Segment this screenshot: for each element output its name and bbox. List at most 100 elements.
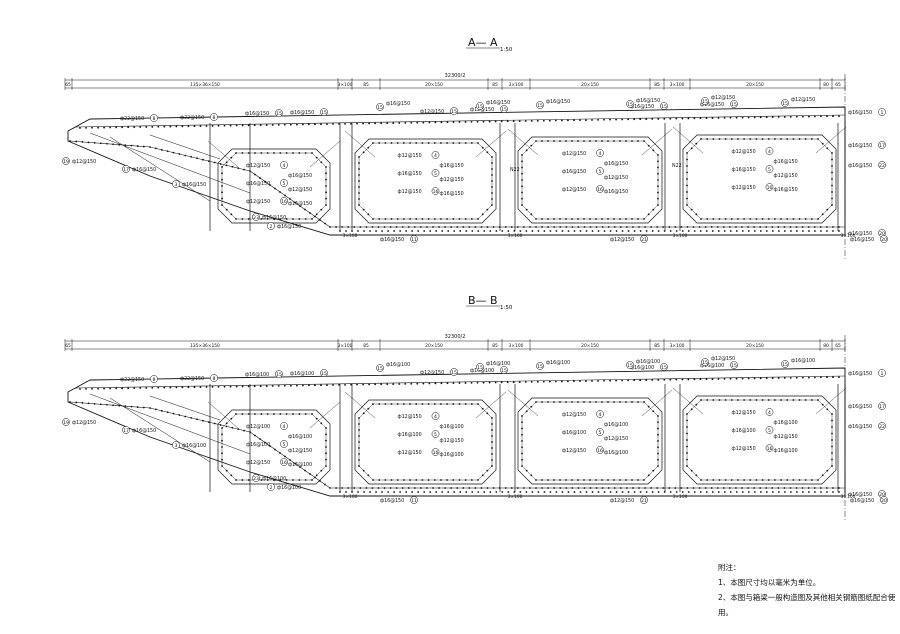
rebar-dot [325,197,327,200]
brace-line [507,128,539,156]
rebar-dot [358,174,360,176]
rebar-number-bubble [500,105,508,113]
cell-rebar-label: ф16@150 [288,173,312,179]
rebar-dot [657,452,659,455]
rebar-dot [345,491,347,493]
rebar-dot [295,384,298,387]
rebar-dot [789,226,792,228]
brace-line [641,128,673,156]
rebar-number-bubble [701,358,709,366]
top-rebar-label: ф16@100 [700,363,724,369]
top-rebar-label: ф12@150 [420,109,444,115]
rebar-dot [627,230,630,232]
rebar-dot [577,479,579,481]
rebar-number-bubble [431,169,440,177]
cell-rebar-label: ф16@100 [774,420,798,426]
rebar-dot [504,226,507,228]
brace-line [344,130,376,158]
rebar-dot [651,230,654,232]
rebar-dot [749,399,752,401]
rebar-dot [482,381,485,384]
rebar-dot [289,198,291,200]
rebar-dot [350,383,352,386]
rebar-dot [426,487,428,489]
rebar-dot [501,491,504,493]
rebar-dot [761,479,764,481]
rebar-dot [230,474,233,477]
rebar-number-bubble [62,418,70,426]
rebar-dot [821,213,824,216]
rebar-dot [383,487,386,489]
rebar-dot [680,226,683,228]
rebar-number: 15 [627,363,633,369]
rebar-dot [444,487,447,489]
brace-line [475,130,507,158]
rebar-dot [716,226,719,228]
rebar-dot [407,226,410,228]
rebar-dot [559,140,561,142]
rebar-dot [652,208,655,211]
rebar-dot [692,487,695,489]
cell-rebar-label: ф12@150 [440,438,464,444]
rebar-dot [777,377,780,379]
rebar-dot [395,226,398,228]
cell-rebar-label: ф12@150 [774,434,798,440]
rebar-dot [450,487,453,489]
cell-rebar-label: ф16@150 [732,167,756,173]
rebar-dot [401,487,404,489]
rebar-dot [728,226,731,228]
rebar-number-bubble [878,108,886,116]
rebar-number-bubble [626,361,634,369]
rebar-number: 8 [153,377,156,383]
rebar-dot [632,226,634,228]
web-rebar-label: N22 [672,163,682,169]
rebar-dot [681,117,684,120]
rebar-dot [821,142,824,145]
rebar-dot [560,119,563,122]
rebar-number: 19 [63,420,69,426]
rebar-dot [777,487,780,489]
rebar-number-bubble [765,183,774,191]
dim-segment: 3×100 [338,82,353,88]
rebar-dot [378,403,381,405]
rebar-dot [686,445,688,448]
rebar-dot [749,479,752,481]
rebar-dot [555,491,558,493]
rebar-dot [237,428,240,431]
rebar-dot [801,226,804,228]
rebar-dot [521,172,523,175]
rebar-dot [446,382,449,385]
rebar-dot [421,479,424,481]
rebar-number: 5 [768,167,771,173]
top-rebar-label: ф16@150 [630,104,654,110]
rebar-number: 15 [377,105,383,111]
rebar-dot [320,123,322,126]
rebar-dot [491,168,493,170]
cell-rebar-label: ф12@150 [732,446,756,452]
rebar-dot [458,142,461,144]
rebar-dot [625,401,627,403]
rebar-dot [247,124,250,127]
rebar-dot [529,487,531,489]
cell-void [354,138,497,224]
rebar-dot [190,155,193,158]
rebar-dot [686,426,688,428]
rebar-dot [458,218,461,220]
rebar-dot [404,121,407,124]
rebar-number-bubble [210,113,218,121]
rebar-dot [619,479,621,481]
rebar-dot [446,121,449,124]
cell-rebar-label: ф16@150 [246,181,270,187]
rebar-number-bubble [878,141,886,149]
rebar-dot [109,126,112,129]
rebar-number: 1 [881,110,884,116]
rebar-dot [172,151,175,154]
rebar-dot [196,157,198,160]
dim-bottom: 3×100 [673,233,688,239]
rebar-dot [229,385,232,388]
rebar-dot [241,413,244,415]
rebar-dot [571,487,574,489]
rebar-dot [561,230,564,232]
rebar-dot [491,429,493,431]
rebar-dot [583,218,585,220]
